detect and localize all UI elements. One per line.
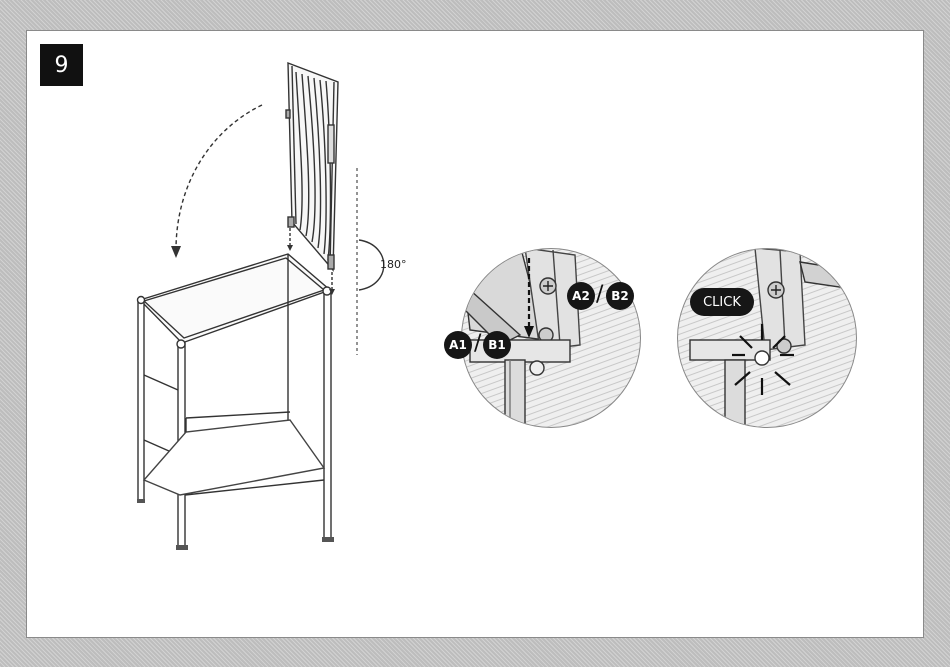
label-a2-text: A2 (572, 289, 590, 303)
click-text: CLICK (703, 295, 741, 310)
label-b1-text: B1 (488, 338, 506, 352)
click-callout: CLICK (690, 288, 754, 316)
lid-panel (286, 63, 338, 270)
label-separator-2: / (596, 282, 603, 307)
label-a2: A2 (567, 282, 595, 310)
label-b1: B1 (483, 331, 511, 359)
rotation-angle-label: 180° (380, 258, 407, 271)
base-frame (137, 254, 334, 550)
detail-2 (670, 245, 870, 440)
label-b2: B2 (606, 282, 634, 310)
label-b2-text: B2 (611, 289, 629, 303)
label-a1-text: A1 (449, 338, 467, 352)
label-a1: A1 (444, 331, 472, 359)
label-separator-1: / (474, 331, 481, 356)
